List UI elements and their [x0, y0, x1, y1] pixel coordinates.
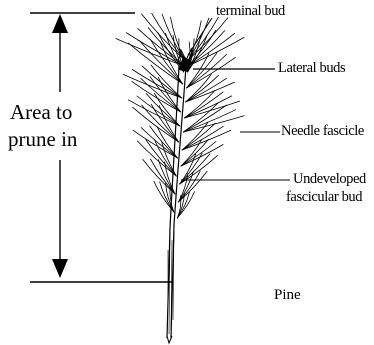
needle [142, 66, 182, 98]
needle [133, 107, 179, 142]
needle-fascicle [142, 13, 185, 60]
needle-fascicle [183, 103, 244, 132]
arrow-up-icon [52, 14, 68, 33]
needle [123, 74, 182, 98]
needle-fascicle-label: Needle fascicle [281, 123, 364, 140]
needle [184, 92, 223, 118]
needle [133, 130, 178, 158]
stem-base [167, 336, 172, 343]
lateral-buds-label: Lateral buds [278, 60, 345, 77]
needle-fascicle [184, 90, 239, 118]
needle [186, 82, 235, 102]
needle-fascicle [158, 32, 184, 72]
needle [142, 105, 179, 142]
needle [142, 14, 185, 60]
area-label-line-1: Area to [10, 99, 72, 126]
needle-fascicle [182, 123, 231, 150]
needle-fascicle [181, 139, 223, 166]
needle-fascicles [116, 13, 244, 218]
needle-fascicle [188, 31, 244, 67]
undeveloped-bud-label-line-1: Undeveloped [293, 171, 366, 188]
needle [182, 130, 231, 150]
needle-fascicle [132, 77, 181, 112]
leader-terminal-bud [188, 18, 212, 55]
needle-fascicle [186, 75, 235, 102]
needle [187, 54, 227, 88]
arrow-down-icon [52, 259, 68, 278]
terminal-bud-label: terminal bud [216, 3, 285, 20]
area-label-line-2: prune in [8, 126, 77, 153]
needle [183, 116, 244, 132]
undeveloped-bud-label-line-2: fascicular bud [286, 189, 362, 206]
pine-label: Pine [274, 287, 301, 304]
